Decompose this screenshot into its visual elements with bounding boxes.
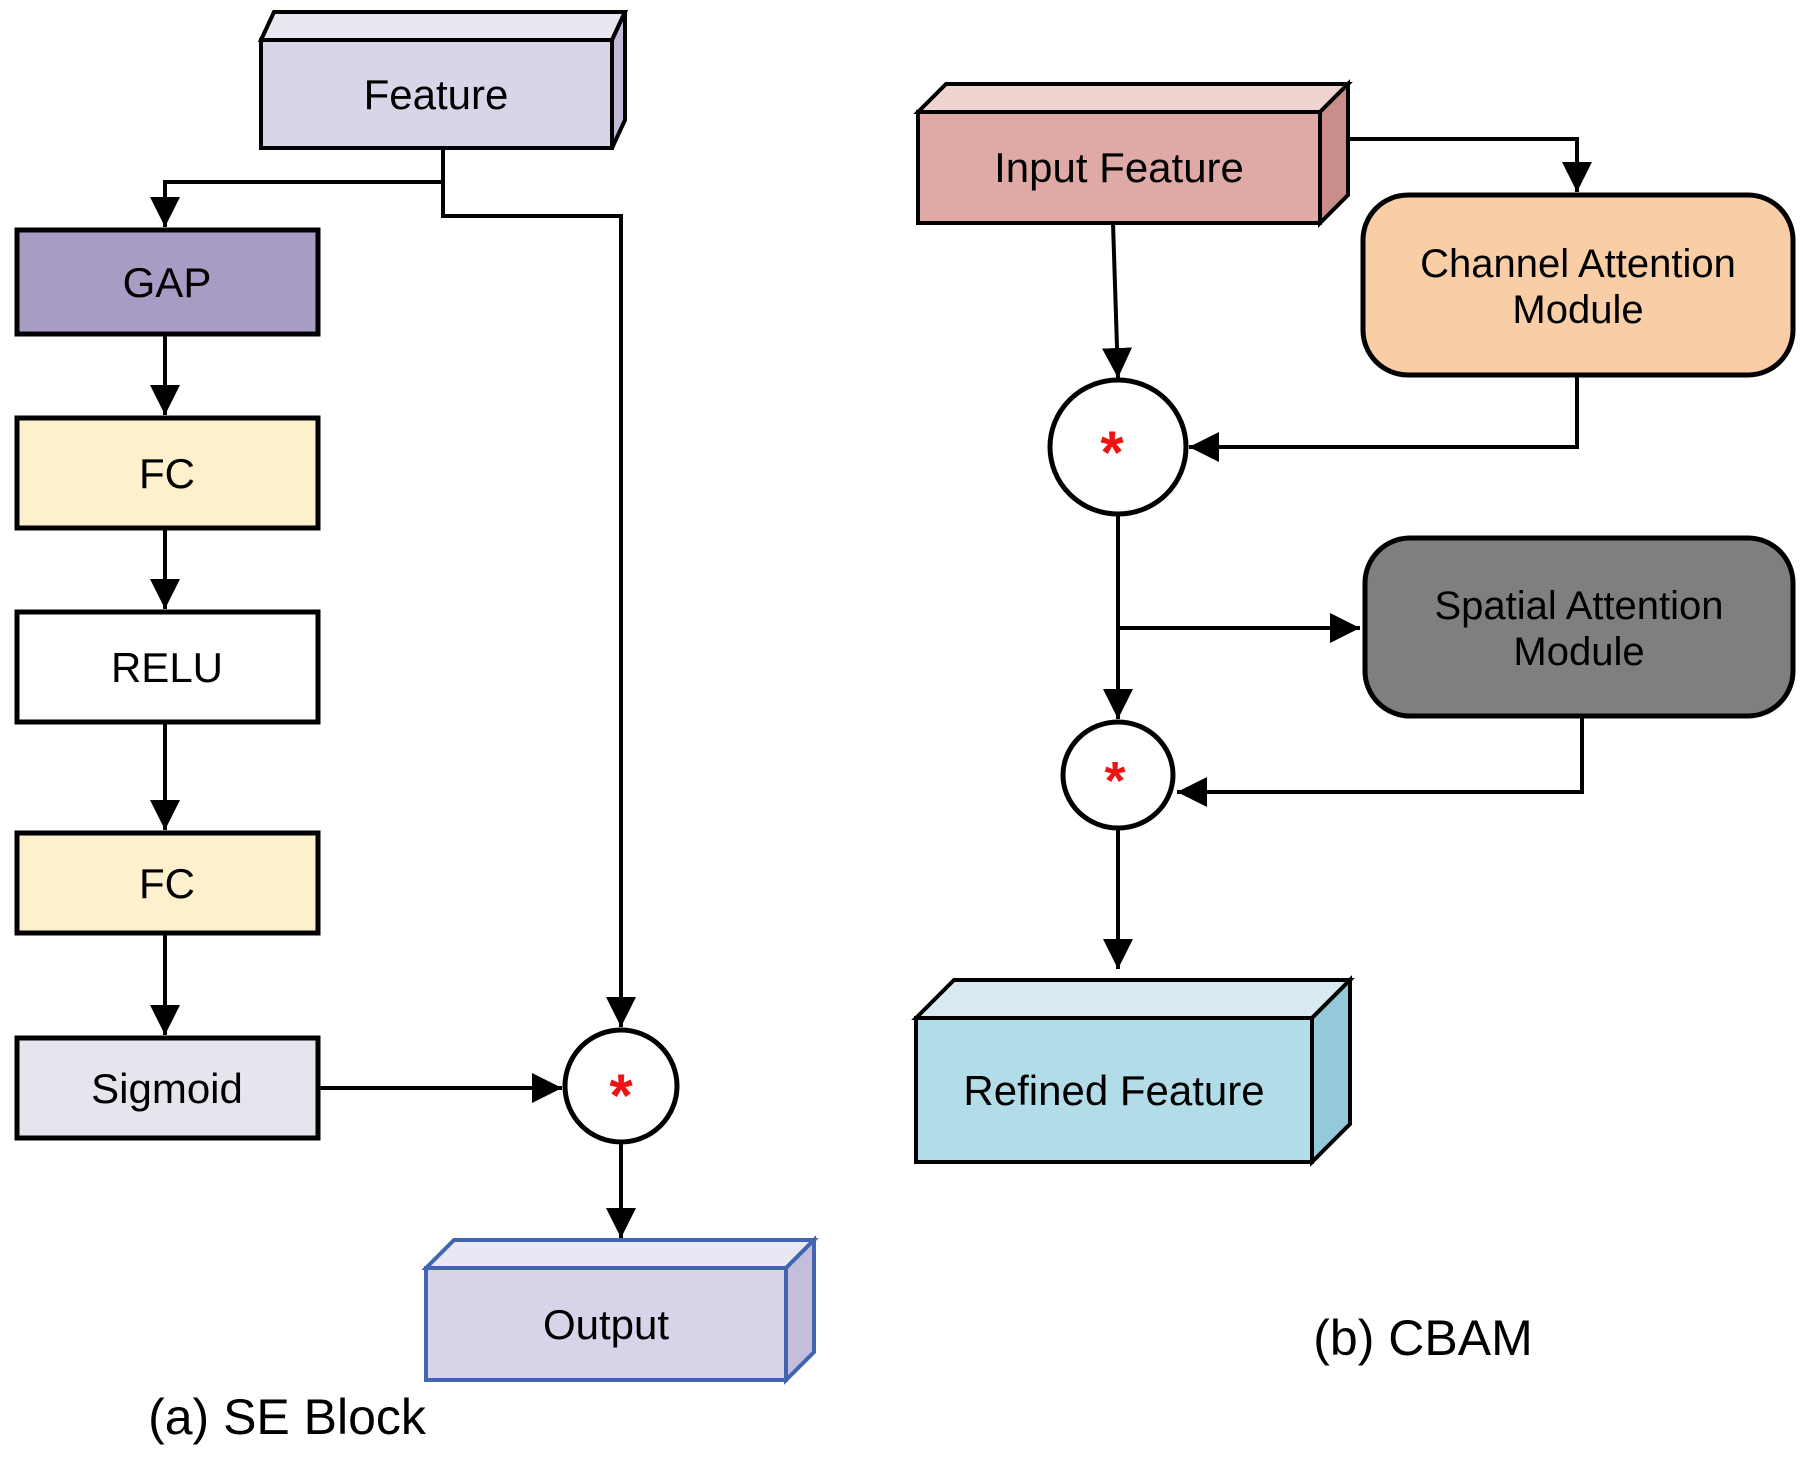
fc2-label: FC <box>139 860 195 907</box>
cbam-multiply2-asterisk-icon: * <box>1104 751 1125 811</box>
relu-box <box>14 609 321 725</box>
output-box-top-face <box>421 1238 819 1270</box>
refined-feature-top-face <box>911 978 1355 1020</box>
cbam-multiply1-asterisk-icon: * <box>1100 419 1124 486</box>
fc2-box <box>14 830 321 936</box>
feature-box-top-face <box>257 10 629 42</box>
channel-attention-label-line2: Module <box>1512 288 1643 332</box>
fc1-box <box>14 415 321 531</box>
se-block-diagram: Feature GAP FC RELU FC Sigmoid * <box>14 10 819 1445</box>
spatial-attention-module <box>1362 535 1796 719</box>
input-feature-box: Input Feature <box>913 79 1353 228</box>
input-feature-top-face <box>913 82 1353 114</box>
output-label: Output <box>543 1301 669 1348</box>
input-feature-front-face <box>916 110 1322 225</box>
sigmoid-label: Sigmoid <box>91 1065 243 1112</box>
se-block-caption: (a) SE Block <box>148 1389 427 1445</box>
output-box: Output <box>421 1235 819 1385</box>
output-box-side-face <box>784 1235 816 1385</box>
feature-to-multiply-connector <box>441 148 636 1027</box>
refined-feature-front-face <box>914 1016 1314 1164</box>
gap-box <box>14 227 321 337</box>
input-feature-label: Input Feature <box>994 144 1244 191</box>
refined-feature-box: Refined Feature <box>911 975 1355 1167</box>
feature-box: Feature <box>257 10 629 150</box>
input-to-multiply1-connector <box>1102 222 1133 379</box>
cbam-caption: (b) CBAM <box>1313 1310 1532 1366</box>
se-multiply-asterisk-icon: * <box>609 1062 633 1129</box>
refined-feature-label: Refined Feature <box>963 1067 1264 1114</box>
feature-to-gap-connector <box>150 180 443 227</box>
gap-label: GAP <box>123 259 212 306</box>
fc1-label: FC <box>139 450 195 497</box>
spatial-to-multiply2-connector <box>1177 716 1584 807</box>
relu-label: RELU <box>111 644 223 691</box>
channel-attention-label-line1: Channel Attention <box>1420 242 1736 286</box>
input-to-channel-connector <box>1348 137 1592 192</box>
feature-label: Feature <box>364 71 509 118</box>
spatial-attention-label-line1: Spatial Attention <box>1434 584 1723 628</box>
feature-box-front-face <box>259 38 614 150</box>
cbam-diagram: Input Feature Channel Attention Module *… <box>911 79 1796 1366</box>
spatial-attention-label-line2: Module <box>1513 630 1644 674</box>
channel-to-multiply1-connector <box>1189 375 1579 462</box>
output-box-front-face <box>424 1266 788 1382</box>
sigmoid-box <box>14 1035 321 1141</box>
